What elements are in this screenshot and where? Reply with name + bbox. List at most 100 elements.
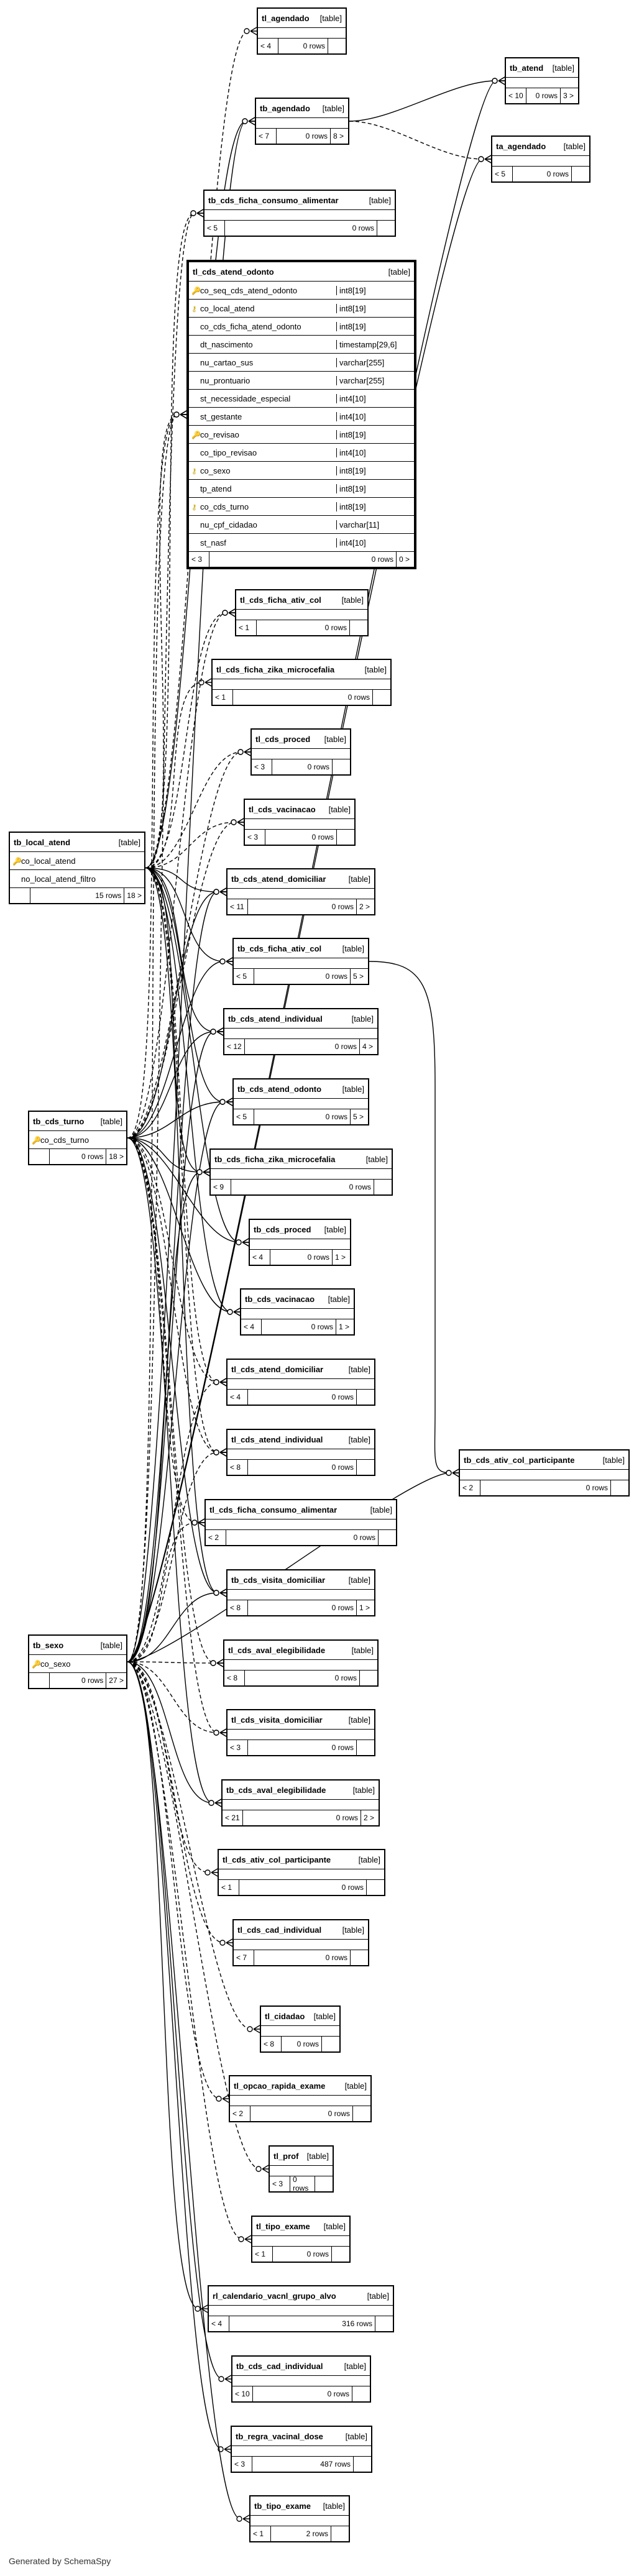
table-name: tb_cds_ficha_consumo_alimentar	[208, 195, 339, 205]
table-node-rl-calendario-vacnl-grupo-alvo[interactable]: rl_calendario_vacnl_grupo_alvo[table]< 4…	[208, 2285, 394, 2332]
optional-end-marker	[219, 1099, 226, 1105]
table-header: tb_sexo[table]	[29, 1636, 126, 1655]
child-count: 18 >	[106, 1149, 126, 1164]
table-node-tb-cds-ficha-consumo-alimentar[interactable]: tb_cds_ficha_consumo_alimentar[table]< 5…	[203, 190, 396, 237]
table-kind-label: [table]	[328, 1294, 350, 1304]
column-name: dt_nascimento	[189, 340, 336, 349]
column-name: nu_prontuario	[189, 376, 336, 385]
column-name-text: co_seq_cds_atend_odonto	[200, 285, 298, 295]
optional-end-marker	[173, 411, 180, 418]
optional-end-marker	[213, 1590, 219, 1596]
table-kind-label: [table]	[118, 837, 140, 847]
many-end-marker	[498, 76, 505, 85]
table-node-tl-cds-ficha-zika-microcefalia[interactable]: tl_cds_ficha_zika_microcefalia[table]< 1…	[211, 659, 392, 706]
parent-count: < 3	[254, 763, 265, 771]
table-kind-label: [table]	[319, 13, 342, 23]
table-node-tl-cds-ficha-consumo-alimentar[interactable]: tl_cds_ficha_consumo_alimentar[table]< 2…	[204, 1499, 397, 1546]
relationship-line	[127, 1661, 215, 1664]
primary-key-icon: 🔑	[32, 1135, 41, 1145]
column-name-text: st_gestante	[200, 411, 242, 421]
table-name: tb_cds_aval_elegibilidade	[226, 1785, 326, 1795]
relationship-line	[127, 1661, 218, 1733]
optional-end-marker	[213, 1730, 219, 1736]
table-node-tl-cds-atend-odonto[interactable]: tl_cds_atend_odonto[table]🔑co_seq_cds_at…	[186, 260, 416, 569]
column-name: nu_cartao_sus	[189, 358, 336, 367]
elided-columns	[211, 1169, 392, 1180]
table-header: tb_cds_ficha_zika_microcefalia[table]	[211, 1150, 392, 1169]
table-kind-label: [table]	[348, 874, 370, 884]
column-type: int8[19]	[336, 321, 414, 331]
row-count: 0 rows	[261, 1319, 336, 1334]
table-name: tl_cds_vacinacao	[249, 804, 316, 814]
child-count	[359, 1671, 377, 1685]
relationship-line	[127, 751, 242, 1139]
many-end-marker	[180, 410, 187, 419]
table-header: tb_agendado[table]	[256, 99, 348, 118]
parent-count: < 1	[239, 623, 250, 632]
table-header: tb_cds_visita_domiciliar[table]	[227, 1570, 374, 1590]
relationship-line	[145, 867, 215, 1032]
table-kind-label: [table]	[352, 1785, 375, 1795]
table-name: tb_cds_ficha_ativ_col	[237, 943, 322, 953]
column-name-text: dt_nascimento	[200, 339, 253, 349]
row-count: 0 rows	[254, 1109, 350, 1124]
table-node-tb-cds-ficha-zika-microcefalia[interactable]: tb_cds_ficha_zika_microcefalia[table]< 9…	[209, 1148, 393, 1196]
many-end-marker	[196, 209, 204, 218]
relationship-line	[145, 612, 227, 869]
row-count: 0 rows	[252, 2386, 352, 2401]
optional-end-marker	[213, 1379, 219, 1385]
parent-count: < 5	[236, 1112, 247, 1121]
parent-count: < 3	[247, 833, 259, 841]
table-kind-label: [table]	[358, 1854, 380, 1864]
column-name: ⚷co_cds_turno	[189, 502, 336, 511]
column-name-text: st_nasf	[200, 538, 226, 548]
table-kind-label: [table]	[370, 1505, 392, 1515]
row-count: 0 rows	[480, 1480, 610, 1495]
table-name: tb_atend	[510, 63, 544, 73]
table-header: tl_cds_atend_individual[table]	[227, 1430, 374, 1449]
relationship-line	[145, 867, 218, 1453]
many-end-marker	[211, 1868, 218, 1877]
elided-columns	[227, 1730, 374, 1740]
